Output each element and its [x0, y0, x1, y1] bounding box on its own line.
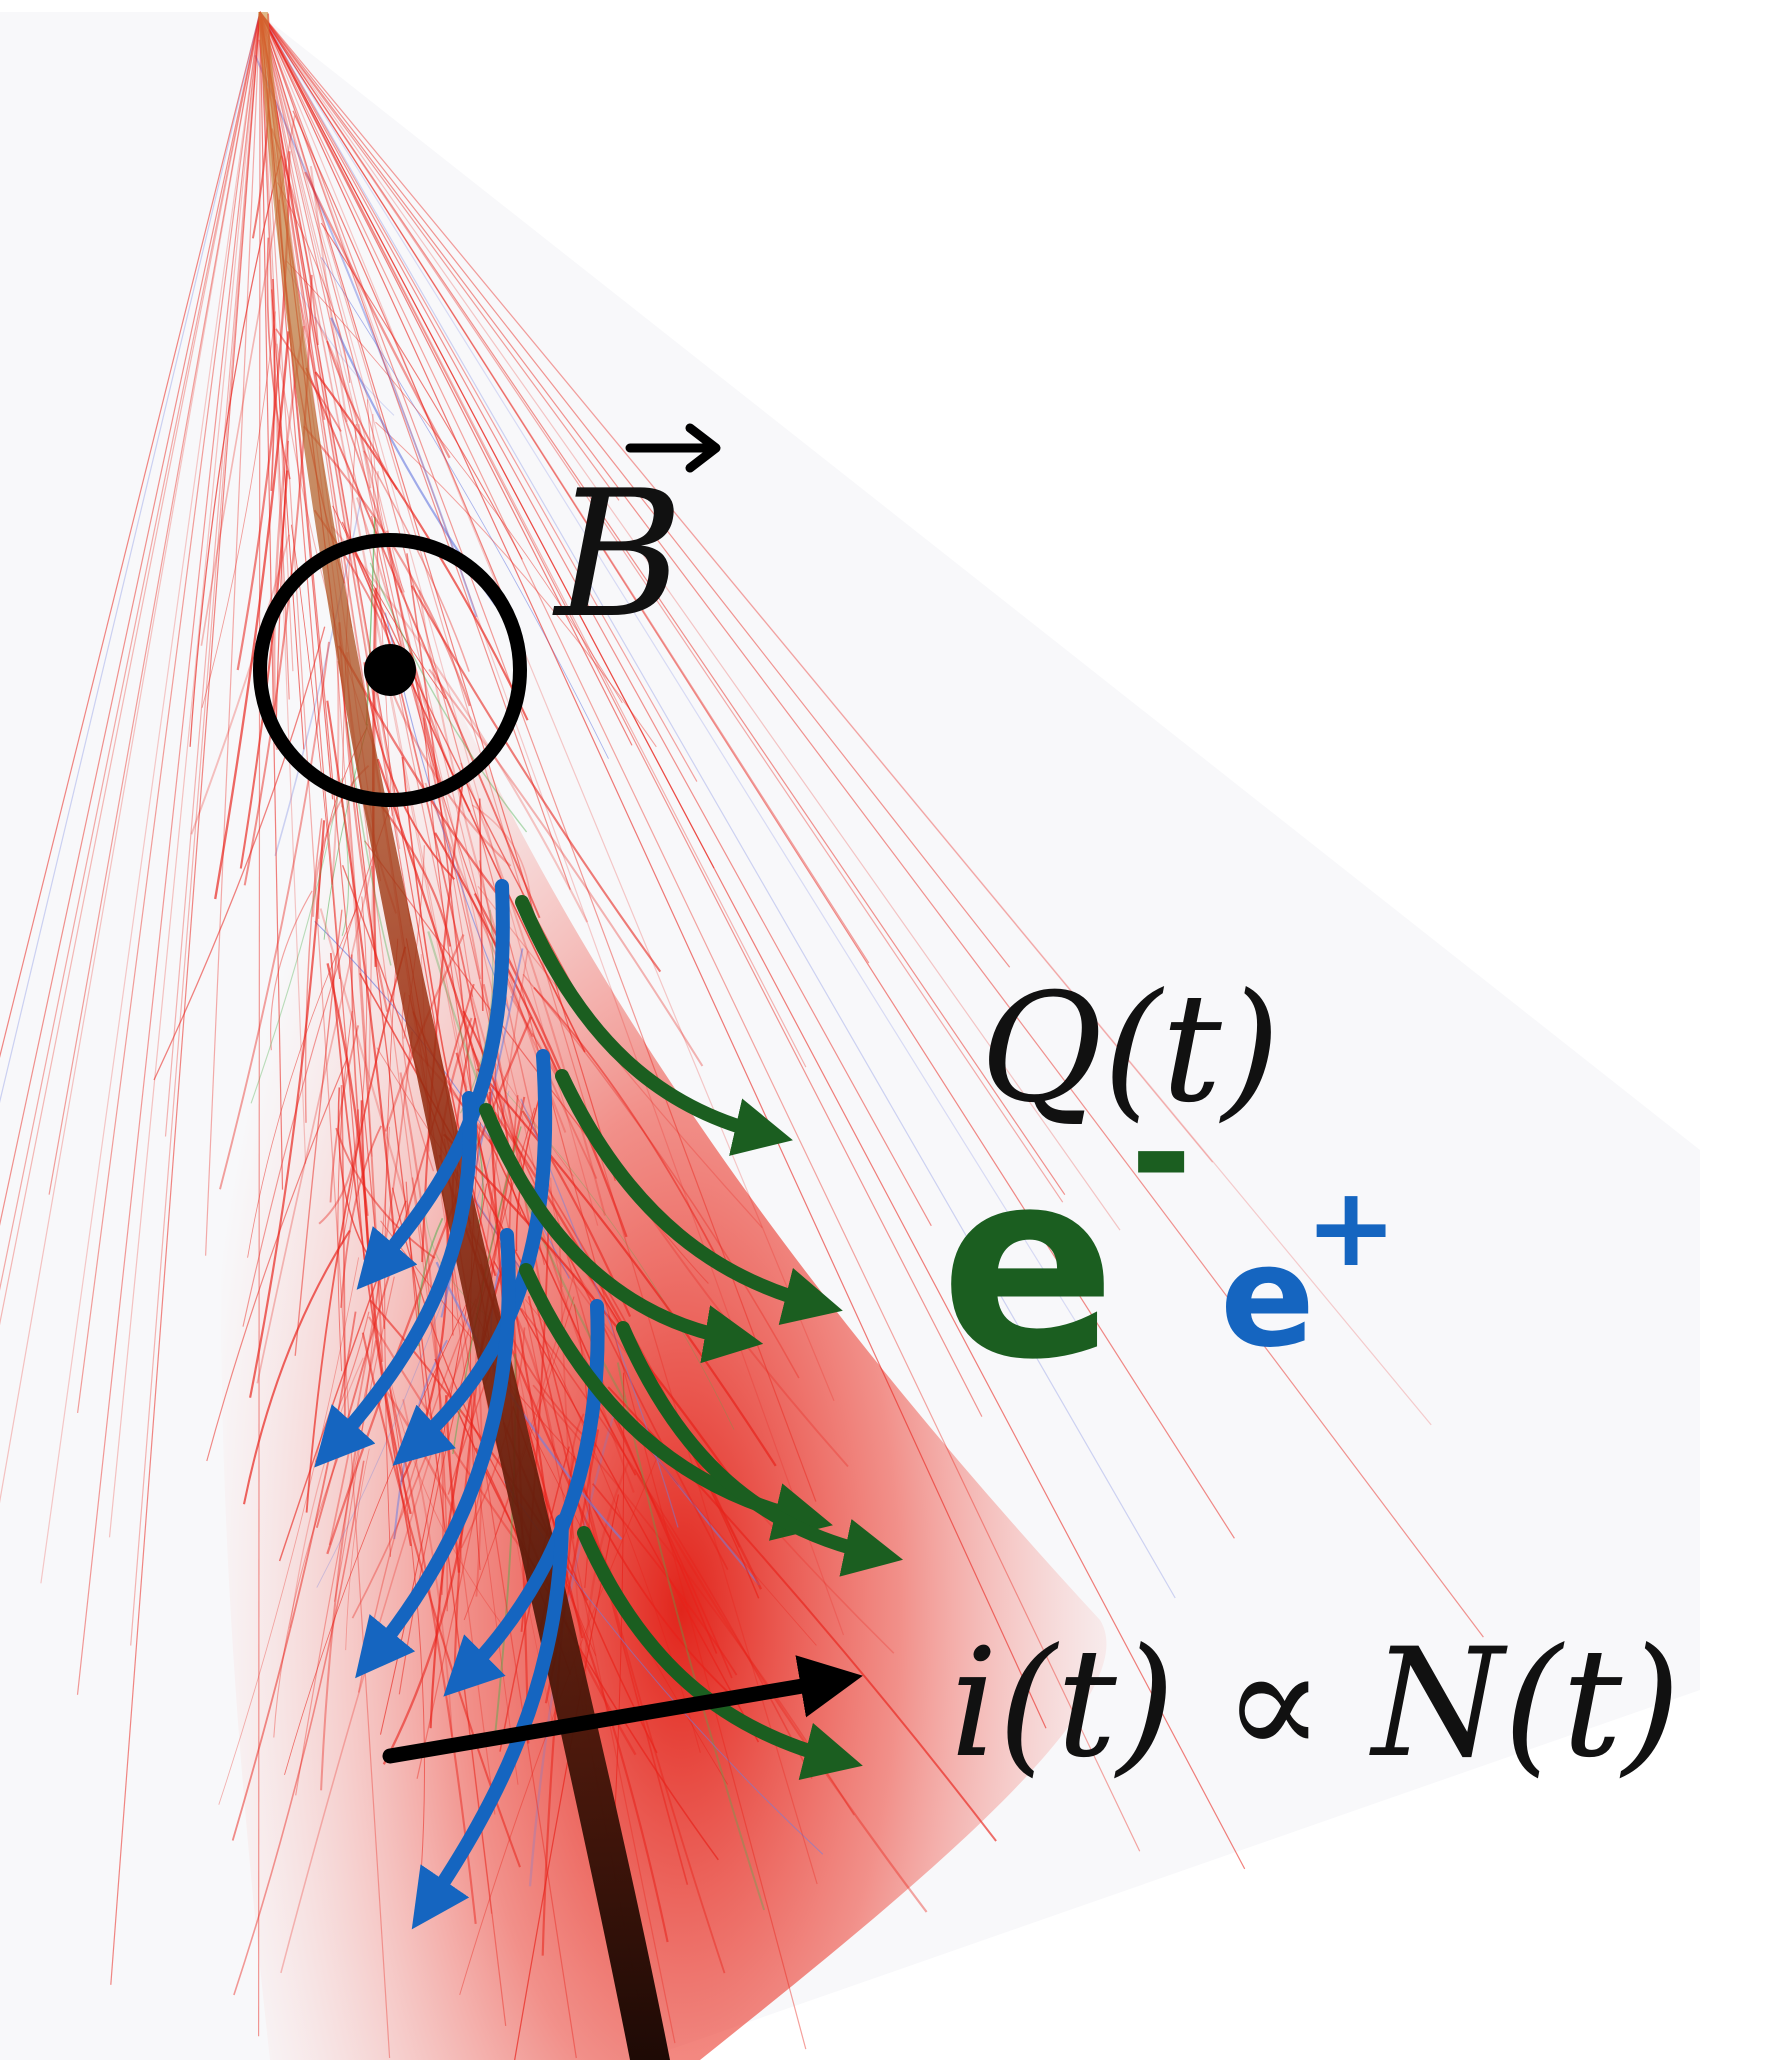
positron-label: e: [1220, 1216, 1315, 1379]
electron-sign-label: -: [1130, 1067, 1192, 1241]
field-dot-icon: [364, 644, 416, 696]
electron-label: e: [940, 1115, 1116, 1417]
b-field-text: B: [552, 454, 684, 657]
current-label: i(t) ∝ N(t): [950, 1617, 1681, 1791]
positron-sign-label: +: [1305, 1163, 1397, 1291]
